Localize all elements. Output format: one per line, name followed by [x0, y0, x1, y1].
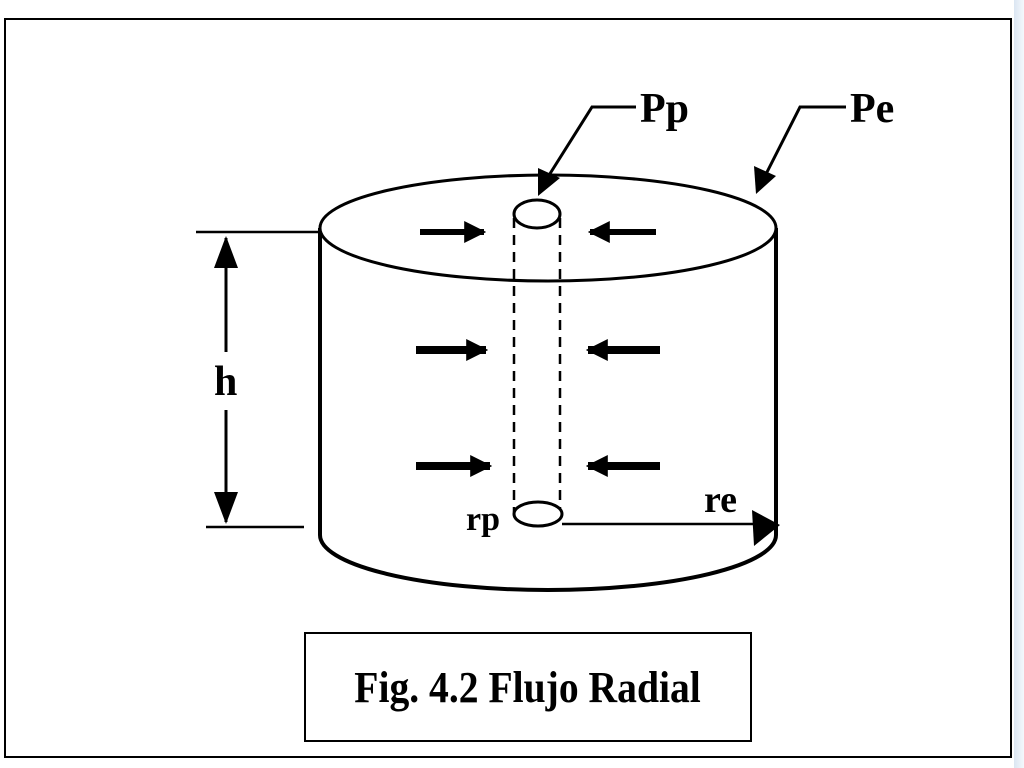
pe-label: Pe [850, 86, 894, 132]
page-edge-strip [1014, 0, 1024, 768]
figure-frame [4, 18, 1012, 758]
figure-caption: Fig. 4.2 Flujo Radial [354, 662, 702, 712]
flow-arrows [416, 221, 660, 477]
rp-label: rp [466, 501, 500, 538]
wellbore-top-opening [512, 198, 562, 230]
cylinder-bottom-arc [318, 228, 778, 592]
pp-leader-arrowhead [538, 168, 560, 196]
pe-leader-arrowhead [754, 166, 776, 194]
re-label: re [704, 479, 737, 521]
wellbore [512, 198, 564, 528]
caption-box: Fig. 4.2 Flujo Radial [304, 632, 752, 742]
h-label: h [214, 359, 237, 405]
pe-leader-line [762, 105, 846, 179]
height-arrowhead-bottom [214, 492, 238, 524]
pp-label: Pp [640, 86, 689, 132]
pp-leader-line [544, 105, 636, 181]
height-dimension [196, 230, 318, 529]
cylinder-top-ellipse [318, 173, 778, 283]
reservoir-cylinder [318, 173, 778, 592]
label-leaders [538, 105, 846, 196]
re-arrowhead [752, 510, 780, 546]
height-arrowhead-top [214, 236, 238, 268]
wellbore-bottom-opening [512, 500, 564, 528]
